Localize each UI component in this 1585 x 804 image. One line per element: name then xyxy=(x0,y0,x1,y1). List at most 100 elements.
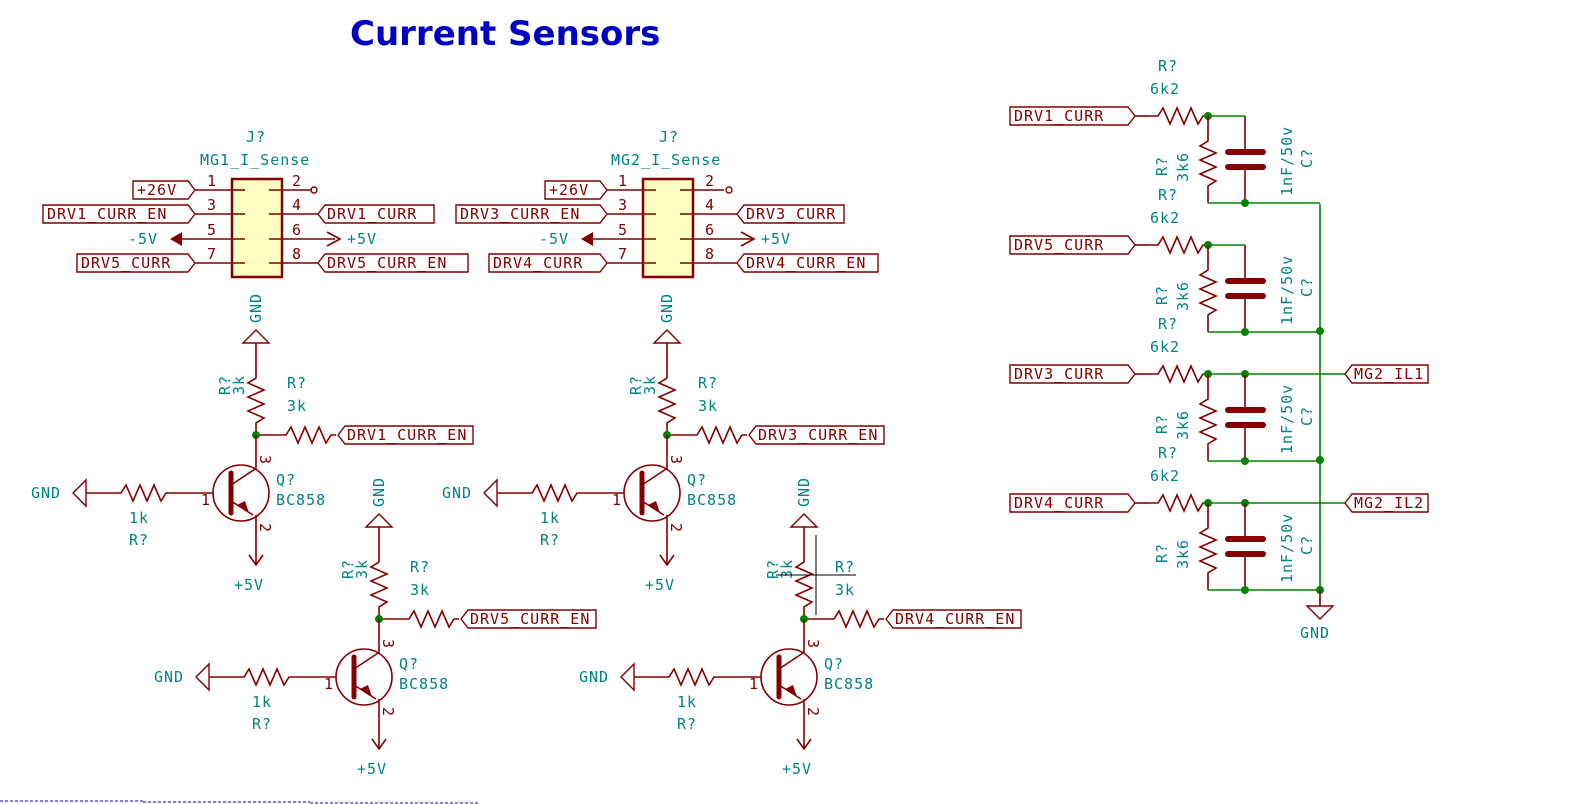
junction-dot xyxy=(1316,456,1324,464)
global-label-text: DRV4_CURR xyxy=(1014,494,1104,512)
resistor-series[interactable] xyxy=(686,426,748,444)
resistor-series[interactable] xyxy=(275,426,337,444)
global-label-text: DRV3_CURR xyxy=(1014,365,1104,383)
capacitor-value: 1nF/50v xyxy=(1278,384,1296,454)
resistor-ref: R? xyxy=(287,374,307,392)
gnd-label: GND xyxy=(370,477,388,507)
global-label-text: DRV5_CURR xyxy=(1014,236,1104,254)
pnp-transistor-icon[interactable] xyxy=(336,649,392,705)
resistor-pullup[interactable] xyxy=(370,551,388,613)
power-symbol-pos5v[interactable]: +5V xyxy=(740,230,791,248)
pin-number: 1 xyxy=(207,172,216,190)
global-label[interactable] xyxy=(1009,106,1136,126)
resistor-shunt[interactable] xyxy=(1199,259,1217,321)
svg-text:MG2_IL2: MG2_IL2 xyxy=(1354,494,1424,512)
global-label[interactable]: DRV3_CURR_EN xyxy=(455,204,608,224)
connector-mg1[interactable]: J? MG1_I_Sense 1 3 5 7 2 4 6 8 +26V D xyxy=(42,128,469,279)
global-label[interactable] xyxy=(337,425,474,445)
resistor-series[interactable] xyxy=(1147,494,1209,512)
junction-dot xyxy=(1241,586,1249,594)
global-label[interactable]: DRV5_CURR_EN xyxy=(317,253,469,273)
resistor-pullup[interactable] xyxy=(247,367,265,429)
global-label[interactable] xyxy=(885,609,1022,629)
power-symbol-neg5v[interactable]: -5V xyxy=(128,230,182,248)
transistor-ref: Q? xyxy=(687,471,707,489)
global-label-mg2-il2[interactable]: MG2_IL2 xyxy=(1245,493,1429,513)
pnp-transistor-icon[interactable] xyxy=(624,465,680,521)
resistor-series[interactable] xyxy=(823,610,885,628)
power-symbol-neg5v[interactable]: -5V xyxy=(539,230,593,248)
global-label[interactable]: +26V xyxy=(544,180,608,200)
svg-text:DRV3_CURR_EN: DRV3_CURR_EN xyxy=(460,205,580,223)
gnd-symbol-icon xyxy=(1305,605,1335,620)
gnd-label: GND xyxy=(795,477,813,507)
resistor-ref: R? xyxy=(698,374,718,392)
power-arrow-icon xyxy=(740,231,756,247)
resistor-ref: R? xyxy=(410,558,430,576)
resistor-value: 3k xyxy=(778,559,796,579)
global-label[interactable]: +26V xyxy=(132,180,196,200)
global-label[interactable]: DRV4_CURR_EN xyxy=(736,253,879,273)
resistor-value: 6k2 xyxy=(1150,209,1180,227)
resistor-value: 3k xyxy=(698,397,718,415)
crosshair-cursor xyxy=(776,535,856,615)
svg-text:DRV4_CURR: DRV4_CURR xyxy=(493,254,583,272)
global-label[interactable]: DRV3_CURR xyxy=(736,204,845,224)
resistor-value: 1k xyxy=(540,509,560,527)
resistor-pullup[interactable] xyxy=(658,367,676,429)
resistor-series[interactable] xyxy=(398,610,460,628)
resistor-shunt[interactable] xyxy=(1199,517,1217,579)
pin-number: 2 xyxy=(667,523,685,532)
resistor-series[interactable] xyxy=(1147,365,1209,383)
global-label[interactable] xyxy=(1009,493,1136,513)
resistor-series[interactable] xyxy=(1147,236,1209,254)
resistor-base[interactable] xyxy=(110,484,172,502)
connector-value: MG1_I_Sense xyxy=(200,151,310,169)
svg-text:DRV5_CURR_EN: DRV5_CURR_EN xyxy=(327,254,447,272)
pin-number: 2 xyxy=(379,707,397,716)
resistor-series[interactable] xyxy=(1147,107,1209,125)
global-label[interactable]: DRV5_CURR xyxy=(76,253,196,273)
gnd-symbol-icon xyxy=(620,662,635,692)
global-label[interactable]: DRV4_CURR xyxy=(488,253,608,273)
global-label[interactable]: DRV1_CURR xyxy=(317,204,435,224)
resistor-pullup[interactable] xyxy=(795,551,813,613)
pnp-transistor-icon[interactable] xyxy=(213,465,269,521)
resistor-ref: R? xyxy=(1153,156,1171,176)
capacitor-ref: C? xyxy=(1298,277,1316,297)
resistor-value: 6k2 xyxy=(1150,467,1180,485)
global-label[interactable] xyxy=(460,609,597,629)
resistor-ref: R? xyxy=(764,559,782,579)
resistor-value: 3k xyxy=(835,581,855,599)
svg-text:-5V: -5V xyxy=(539,230,569,248)
global-label[interactable] xyxy=(748,425,885,445)
pin-number: 3 xyxy=(618,196,627,214)
resistor-base[interactable] xyxy=(233,668,295,686)
resistor-ref: R? xyxy=(627,375,645,395)
resistor-shunt[interactable] xyxy=(1199,130,1217,192)
svg-text:DRV3_CURR: DRV3_CURR xyxy=(746,205,836,223)
global-label[interactable] xyxy=(1009,364,1136,384)
resistor-base[interactable] xyxy=(658,668,720,686)
resistor-base[interactable] xyxy=(521,484,583,502)
pnp-transistor-icon[interactable] xyxy=(761,649,817,705)
resistor-ref: R? xyxy=(540,531,560,549)
transistor-value: BC858 xyxy=(824,675,874,693)
global-label-mg2-il1[interactable]: MG2_IL1 xyxy=(1245,364,1429,384)
junction-dot xyxy=(1241,328,1249,336)
global-label[interactable] xyxy=(1009,235,1136,255)
connector-mg2[interactable]: J? MG2_I_Sense 1 3 5 7 2 4 6 8 +26V DRV3… xyxy=(455,128,879,279)
power-symbol-pos5v[interactable]: +5V xyxy=(326,230,377,248)
global-label[interactable]: DRV1_CURR_EN xyxy=(42,204,196,224)
resistor-shunt[interactable] xyxy=(1199,388,1217,450)
svg-text:-5V: -5V xyxy=(128,230,158,248)
